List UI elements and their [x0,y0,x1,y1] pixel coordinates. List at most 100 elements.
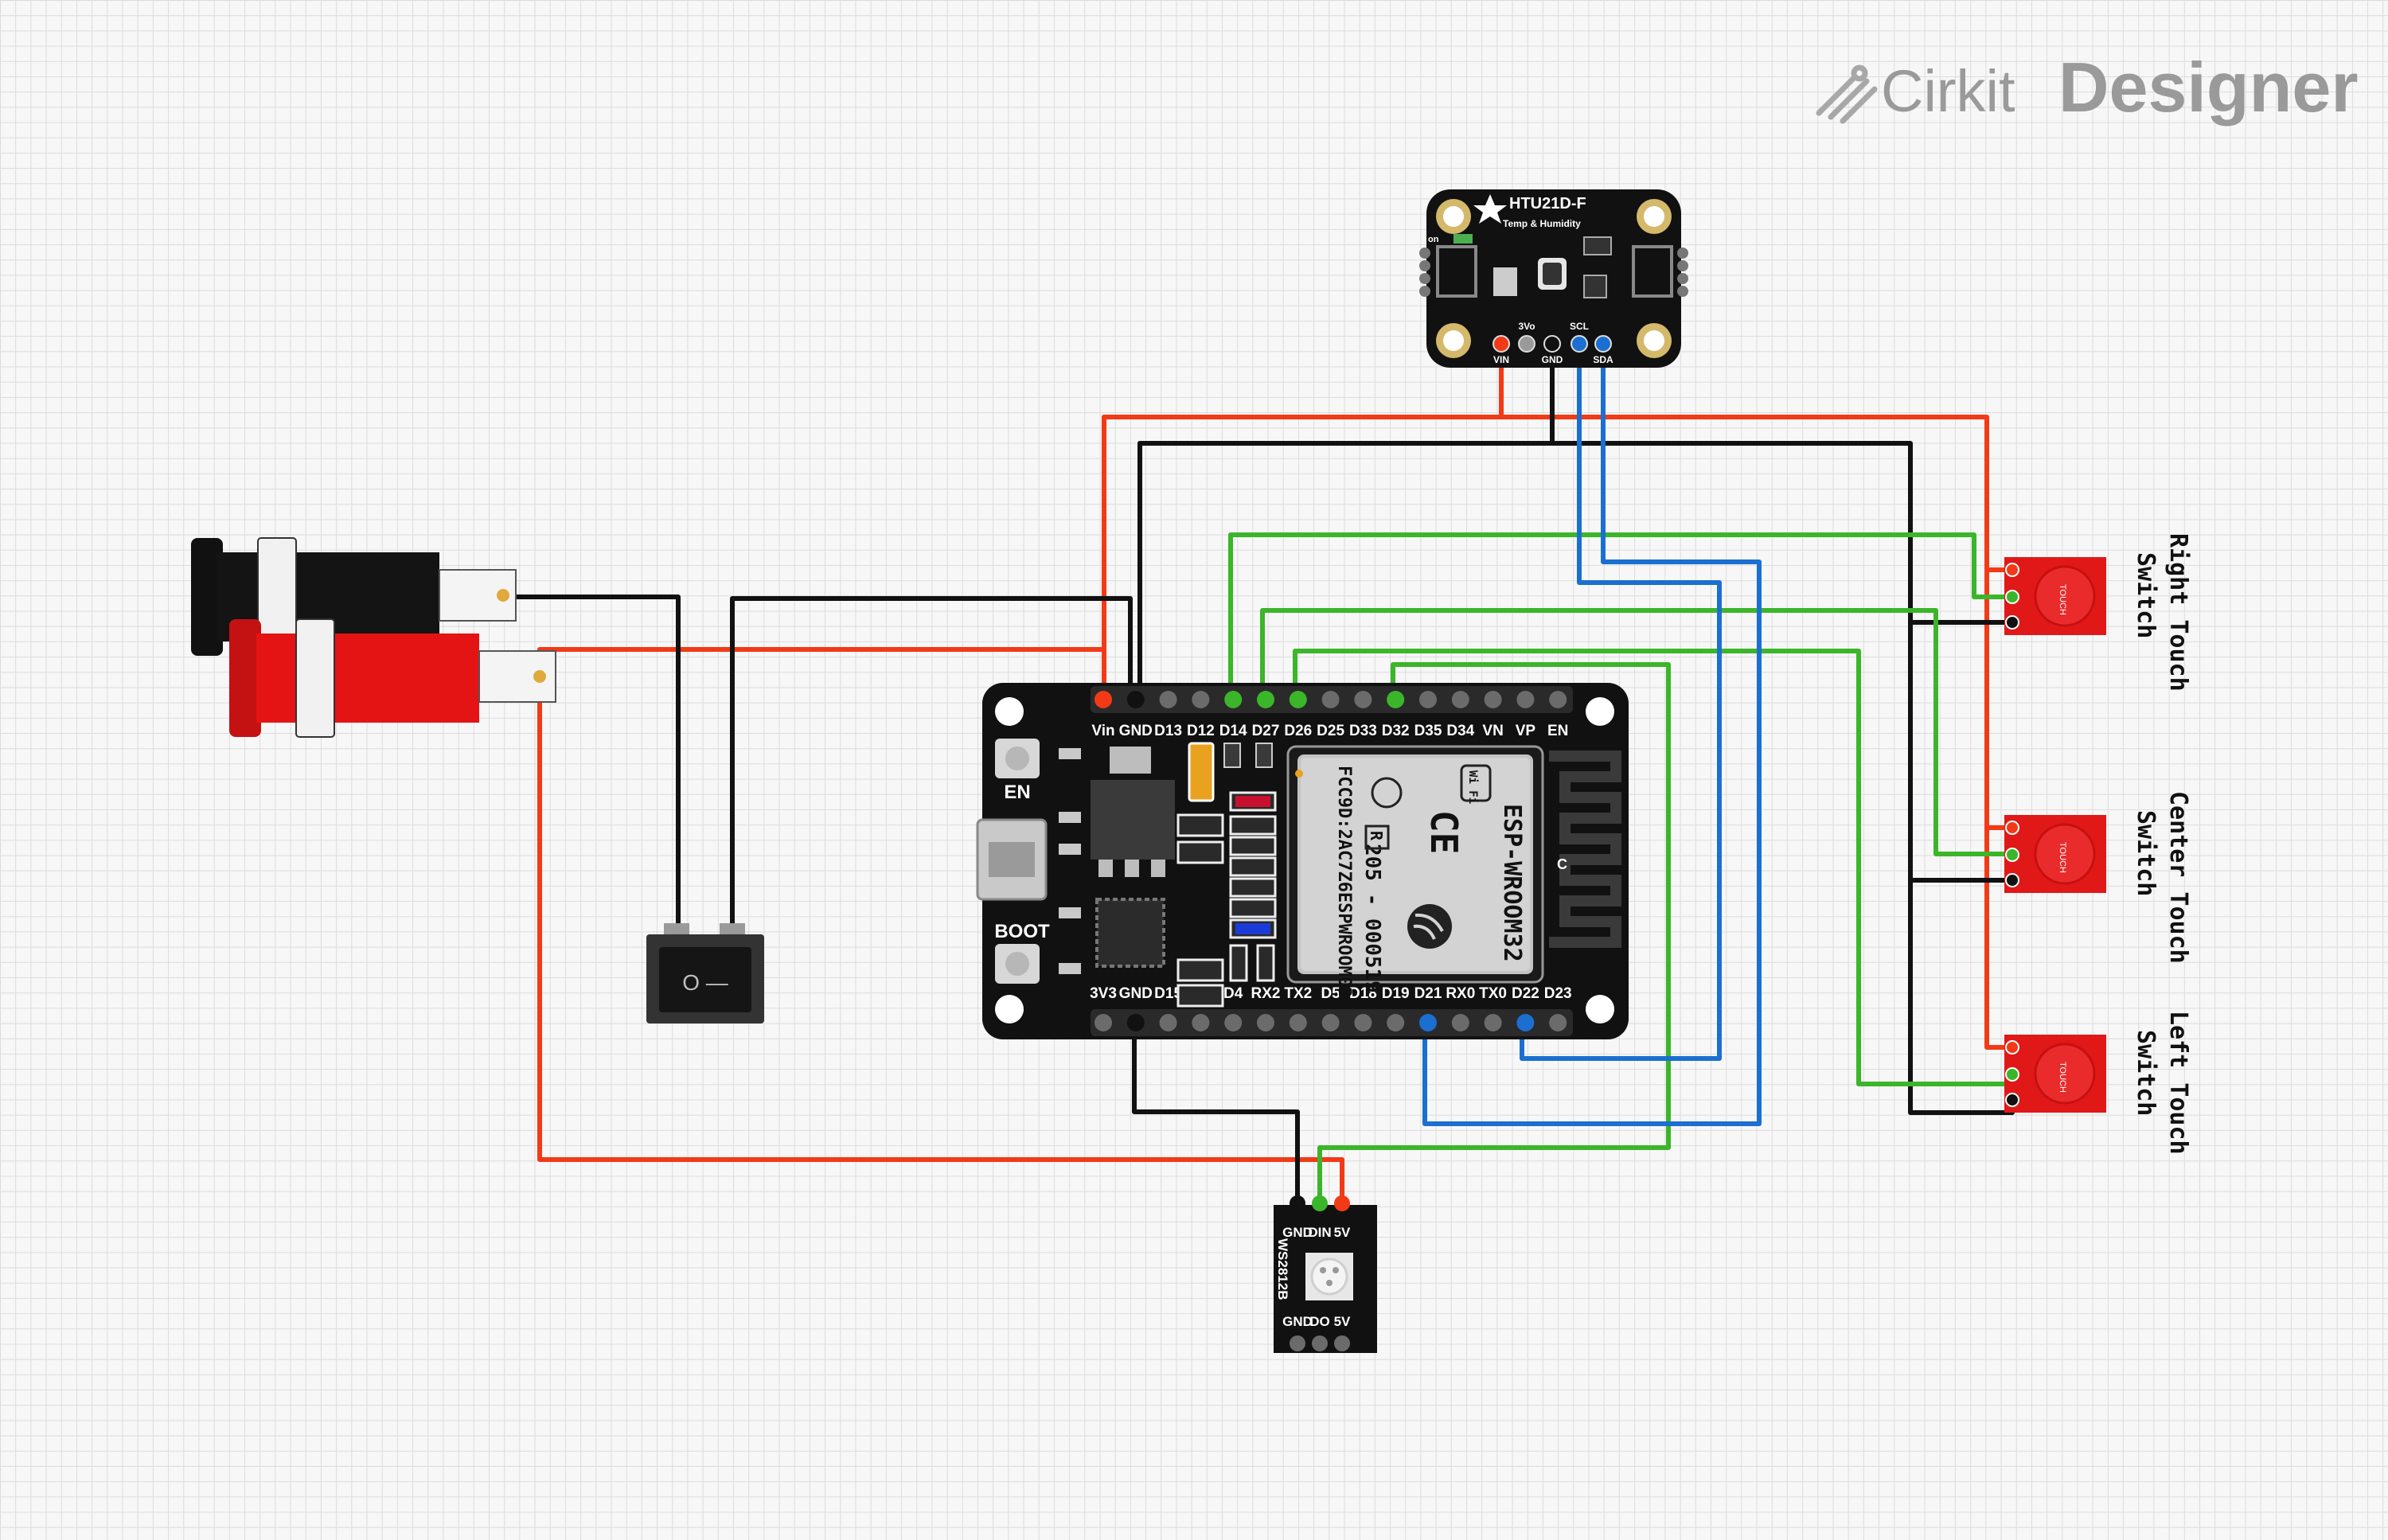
pin-label-top-d12-3: D12 [1187,723,1215,739]
wire-gnd-to-touch-gnd[interactable] [1137,441,2015,1115]
pin-top-d32-9[interactable] [1387,691,1405,708]
htu-pin-row [1492,335,1612,353]
pin-label-top-d35-10: D35 [1414,723,1442,739]
pin-top-d13-2[interactable] [1159,691,1177,708]
pin-bottom-d4-4[interactable] [1224,1014,1243,1031]
htu-pin-scl[interactable] [1571,335,1588,353]
htu-pin-gnd[interactable] [1543,335,1561,353]
touch-pad[interactable] [2034,1043,2096,1105]
pin-bottom-rx0-11[interactable] [1451,1014,1469,1031]
switch-rocker[interactable] [659,947,751,1012]
pin-top-d35-10[interactable] [1419,691,1437,708]
touch-pin-gnd[interactable] [2005,615,2019,630]
pin-bottom-d15-2[interactable] [1159,1014,1177,1031]
touch-pin-io[interactable] [2005,590,2019,604]
pin-bottom-d5-7[interactable] [1321,1014,1340,1031]
wire-d32-led-din[interactable] [1317,662,1671,1204]
jack-black-flange [191,538,223,656]
pin-bottom-d2-3[interactable] [1192,1014,1210,1031]
htu-pin-vin[interactable] [1492,335,1510,353]
pin-top-gnd-1[interactable] [1126,691,1145,708]
cert-text: 205 - 000519 [1360,844,1384,993]
banana-jack-red[interactable] [229,618,556,738]
regulator-leg-1 [1098,860,1113,877]
usb-uart-chip [1095,898,1165,968]
led-pin-top-gnd[interactable] [1290,1195,1305,1211]
pin-bottom-d23-14[interactable] [1549,1014,1567,1031]
wire-jack-red-to-led-5v[interactable] [537,674,1344,1204]
htu-pin-sda[interactable] [1594,335,1612,353]
led-pin-bottom-do[interactable] [1312,1335,1328,1351]
jack-red-flange [229,619,261,737]
touch-pin-io[interactable] [2005,848,2019,862]
wifi-logo-text: Wi Fi [1466,770,1479,804]
pin-bottom-d19-9[interactable] [1387,1014,1405,1031]
touch-pin-gnd[interactable] [2005,873,2019,887]
touch-pad-text: TOUCH [2058,842,2067,873]
pin-bottom-3v3-0[interactable] [1094,1014,1112,1031]
pin-label-bottom-rx2-5: RX2 [1251,985,1281,1002]
wire-scl-d22[interactable] [1520,341,1722,1061]
rocker-switch[interactable]: O — [646,923,764,1023]
pin-top-d14-4[interactable] [1224,691,1243,708]
wire-switch-to-gnd[interactable] [730,596,1133,934]
wire-jack-black-to-switch[interactable] [513,595,681,934]
htu-pin-3vo[interactable] [1518,335,1535,353]
pin-top-d33-8[interactable] [1354,691,1372,708]
pin-label-bottom-tx2-6: TX2 [1284,985,1312,1002]
pin-bottom-d22-13[interactable] [1516,1014,1535,1031]
touch-pad[interactable] [2034,823,2096,885]
led-pin-top-5v[interactable] [1334,1195,1350,1211]
led-pin-bottom-5v[interactable] [1334,1335,1350,1351]
resistor-array [1176,791,1277,1008]
wire-htu-gnd[interactable] [1137,341,1555,699]
pin-bottom-d18-8[interactable] [1354,1014,1372,1031]
htu-pin-label-3vo: 3Vo [1518,321,1535,332]
pin-top-d26-6[interactable] [1289,691,1307,708]
touch-pad[interactable] [2034,565,2096,627]
pin-top-vin-0[interactable] [1094,691,1112,708]
pin-top-d34-11[interactable] [1451,691,1469,708]
pin-bottom-tx0-12[interactable] [1484,1014,1502,1031]
cirkit-designer-logo: Cirkit Designer [1816,48,2359,127]
smd-cap-5 [1059,963,1081,974]
wire-d26-left-touch[interactable] [1293,649,2015,1086]
pin-bottom-tx2-6[interactable] [1289,1014,1307,1031]
touch-pin-vcc[interactable] [2005,563,2019,577]
pin-top-d27-5[interactable] [1257,691,1274,708]
htu21d-sensor-board[interactable]: HTU21D-F Temp & Humidity on VIN3VoGNDSCL… [1419,189,1688,368]
touch-pin-io[interactable] [2005,1067,2019,1082]
smd-cap-2 [1059,812,1081,823]
pin-bottom-rx2-5[interactable] [1257,1014,1274,1031]
wire-d14-right-touch[interactable] [1228,532,2015,699]
led-pin-bottom-gnd[interactable] [1290,1335,1305,1351]
touch-pin-gnd[interactable] [2005,1093,2019,1107]
wire-d27-center-touch[interactable] [1260,608,2015,856]
wire-vin-to-touch-vcc[interactable] [1102,415,2015,1050]
pin-bottom-d21-10[interactable] [1419,1014,1437,1031]
pin-top-vp-13[interactable] [1516,691,1535,708]
pin-bottom-gnd-1[interactable] [1126,1014,1145,1031]
pin-label-top-d25-7: D25 [1317,723,1344,739]
pin-top-d12-3[interactable] [1192,691,1210,708]
pin-label-top-d14-4: D14 [1219,723,1247,739]
touch-pin-vcc[interactable] [2005,821,2019,835]
jack-red-terminal[interactable] [533,670,546,683]
touch-pin-vcc[interactable] [2005,1040,2019,1055]
led-pin-label-bottom-do: DO [1309,1314,1330,1329]
wire-sda-d21[interactable] [1422,341,1762,1126]
jack-black-terminal[interactable] [497,589,509,602]
wire-htu-vin-to-vin[interactable] [1102,341,1504,699]
touch-label-line2: Switch [2132,1030,2160,1116]
pin-top-d25-7[interactable] [1321,691,1340,708]
wire-led-gnd[interactable] [1132,1022,1300,1204]
pin-top-en-14[interactable] [1549,691,1567,708]
led-pin-top-din[interactable] [1312,1195,1328,1211]
pin-label-top-d27-5: D27 [1252,723,1280,739]
pin-top-vn-12[interactable] [1484,691,1502,708]
